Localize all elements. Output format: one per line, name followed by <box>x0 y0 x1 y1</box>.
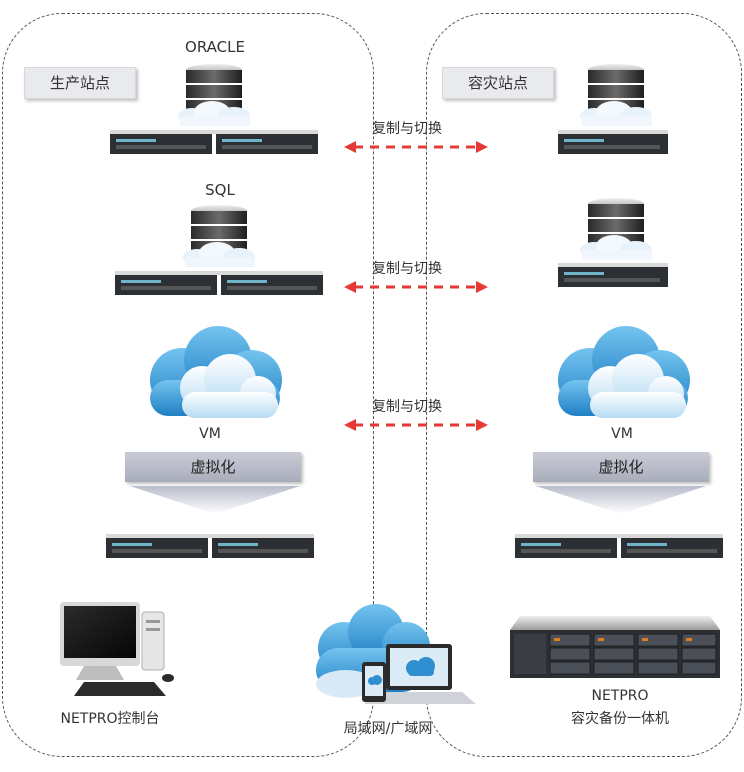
replication-label-vm: 复制与切换 <box>372 399 442 415</box>
sql-server-rack <box>115 271 323 295</box>
vm-cloud-icon <box>150 326 282 418</box>
production-site-label: 生产站点 <box>24 67 136 99</box>
virtualization-funnel-right <box>536 486 706 514</box>
production-site-boundary <box>2 13 374 757</box>
virtualization-bar-left: 虚拟化 <box>125 452 301 482</box>
dr-oracle-server-rack <box>558 130 668 154</box>
oracle-server-rack <box>110 130 318 154</box>
dr-oracle-database-icon <box>580 64 652 126</box>
sql-database-icon <box>183 205 255 267</box>
replication-arrow-oracle <box>344 141 488 153</box>
dr-sql-server-rack <box>558 263 668 287</box>
virtualization-funnel-left <box>130 486 300 514</box>
virtualization-host-rack-right <box>515 534 723 558</box>
replication-label-sql: 复制与切换 <box>372 261 442 277</box>
appliance-label-line1: NETPRO <box>591 688 649 704</box>
vm-label-right: VM <box>611 426 633 442</box>
dr-site-boundary <box>426 13 742 757</box>
replication-arrow-vm <box>344 419 488 431</box>
appliance-label-line2: 容灾备份一体机 <box>571 711 669 727</box>
network-cloud-devices-icon <box>316 604 476 704</box>
sql-label: SQL <box>205 181 235 199</box>
dr-vm-cloud-icon <box>558 326 690 418</box>
appliance-server-icon <box>510 616 720 678</box>
replication-label-oracle: 复制与切换 <box>372 121 442 137</box>
console-label: NETPRO控制台 <box>60 711 160 727</box>
console-computer-icon <box>60 602 174 696</box>
virtualization-host-rack-left <box>106 534 314 558</box>
dr-site-label: 容灾站点 <box>442 67 554 99</box>
oracle-label: ORACLE <box>185 38 245 56</box>
dr-sql-database-icon <box>580 198 652 260</box>
replication-arrow-sql <box>344 281 488 293</box>
network-label: 局域网/广域网 <box>343 721 433 737</box>
virtualization-bar-right: 虚拟化 <box>533 452 709 482</box>
oracle-database-icon <box>178 64 250 126</box>
vm-label-left: VM <box>199 426 221 442</box>
